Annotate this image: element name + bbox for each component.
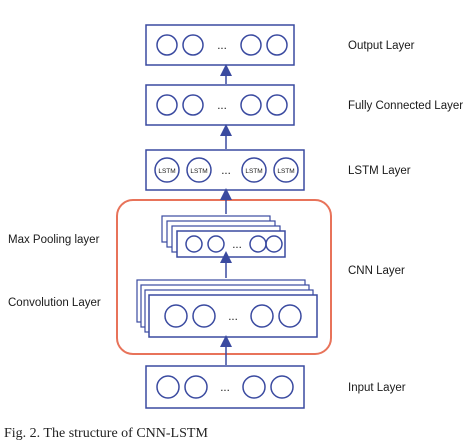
node-circle xyxy=(266,34,288,56)
input-layer-box: ... xyxy=(145,365,305,409)
lstm-cell xyxy=(154,157,180,183)
lstm-layer-box: LSTM LSTM ... LSTM LSTM xyxy=(145,149,305,191)
input-layer-label: Input Layer xyxy=(348,382,406,394)
lstm-cell-label: LSTM xyxy=(245,168,262,175)
figure-caption: Fig. 2. The structure of CNN-LSTM xyxy=(4,426,208,441)
lstm-cell-label: LSTM xyxy=(190,168,207,175)
lstm-layer-label: LSTM Layer xyxy=(348,165,411,177)
lstm-cell-label: LSTM xyxy=(158,168,175,175)
convolution-stack: ... xyxy=(136,279,318,338)
node-circle xyxy=(156,375,180,399)
node-circle xyxy=(266,94,288,116)
max-pooling-stack: ... xyxy=(161,215,286,258)
node-circle xyxy=(185,235,203,253)
node-circle xyxy=(278,304,302,328)
fully-connected-layer-label: Fully Connected Layer xyxy=(348,100,463,112)
ellipsis: ... xyxy=(221,165,231,177)
node-circle xyxy=(270,375,294,399)
output-layer-box: ... xyxy=(145,24,295,66)
node-circle xyxy=(240,94,262,116)
node-circle xyxy=(265,235,283,253)
node-circle xyxy=(250,304,274,328)
node-circle xyxy=(207,235,225,253)
fully-connected-layer-box: ... xyxy=(145,84,295,126)
ellipsis: ... xyxy=(217,100,227,112)
node-circle xyxy=(156,34,178,56)
lstm-cell-label: LSTM xyxy=(277,168,294,175)
node-circle xyxy=(242,375,266,399)
cnn-layer-label: CNN Layer xyxy=(348,265,405,277)
node-circle xyxy=(184,375,208,399)
node-circle xyxy=(182,94,204,116)
max-pooling-layer-label: Max Pooling layer xyxy=(8,234,100,246)
ellipsis: ... xyxy=(232,239,242,251)
lstm-cell xyxy=(273,157,299,183)
lstm-cell xyxy=(241,157,267,183)
ellipsis: ... xyxy=(217,40,227,52)
node-circle xyxy=(164,304,188,328)
node-circle xyxy=(156,94,178,116)
ellipsis: ... xyxy=(228,311,238,323)
ellipsis: ... xyxy=(220,382,230,394)
convolution-layer-label: Convolution Layer xyxy=(8,297,101,309)
node-circle xyxy=(182,34,204,56)
node-circle xyxy=(192,304,216,328)
lstm-cell xyxy=(186,157,212,183)
node-circle xyxy=(240,34,262,56)
output-layer-label: Output Layer xyxy=(348,40,415,52)
cnn-group-box xyxy=(116,199,332,355)
